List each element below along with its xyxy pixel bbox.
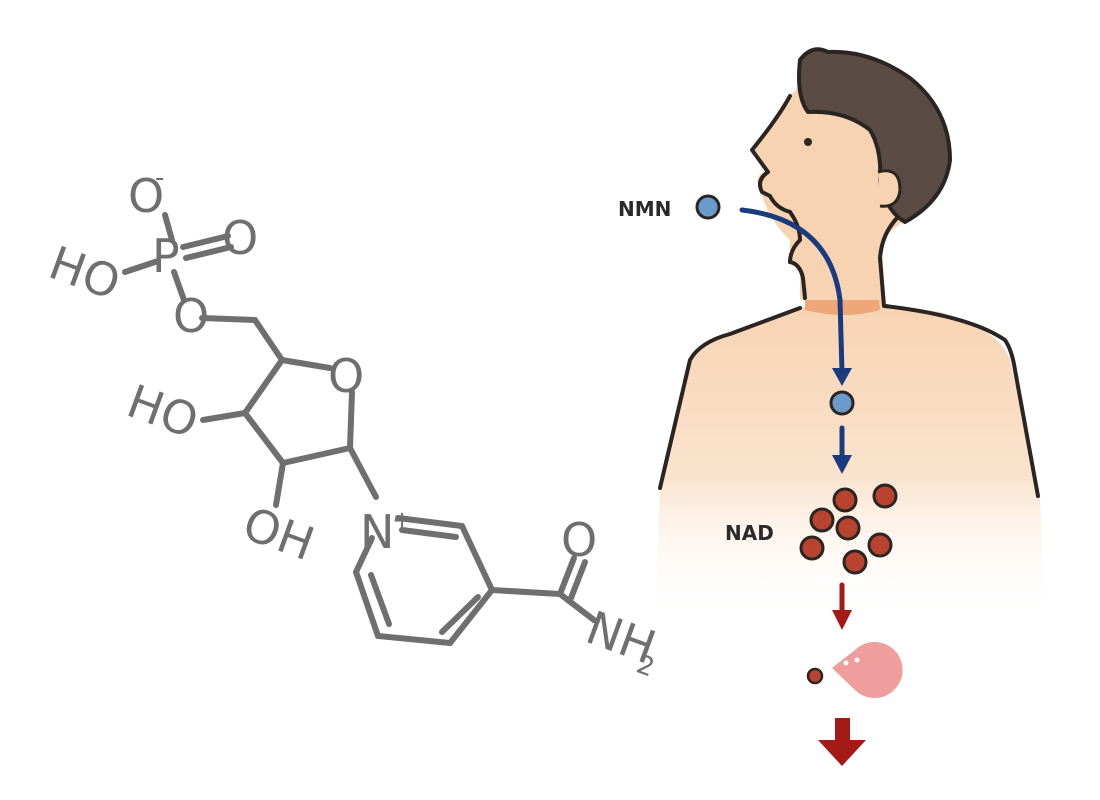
bond-camide-o-1 (557, 555, 577, 597)
consumption-arrow-head (832, 610, 852, 630)
nad-molecule (832, 487, 858, 513)
nad-molecule (872, 483, 898, 509)
enzyme-eye (854, 657, 860, 663)
atom-o-amide: O (561, 513, 597, 567)
bond-c3-ho (200, 410, 248, 423)
ingestion-arrow-path (739, 207, 845, 375)
bond-p-o-ester (171, 269, 187, 303)
back-neck-outline (877, 213, 902, 308)
person-illustration (655, 47, 1045, 620)
depletion-arrow (818, 718, 866, 766)
bond-c5p-c6p-double (368, 572, 392, 627)
person-ear (877, 169, 902, 208)
atom-phosphorus: P (152, 229, 180, 283)
bond-c3-c4 (242, 357, 285, 416)
bond-c1-c2 (280, 445, 353, 466)
nad-molecule (809, 507, 835, 533)
atom-o-minus: O (128, 169, 164, 223)
bond-c2-oh (273, 460, 286, 508)
person-eye (804, 138, 812, 146)
bond-c6p-n (353, 535, 375, 575)
bond-c2p-c3p (459, 523, 495, 593)
torso-outline-right (883, 304, 1040, 498)
nad-molecule (867, 532, 893, 558)
bond-p-ominus (162, 212, 175, 243)
bond-c4-o-ring (279, 357, 333, 371)
enzyme-pacman (832, 642, 903, 699)
nad-molecule (835, 515, 861, 541)
nmn-pathway: NMN NAD (618, 194, 903, 766)
atom-o-double: O (222, 211, 258, 265)
bond-n-c2p (395, 515, 465, 529)
atom-oh-ring-bottom: OH (236, 496, 321, 571)
atom-o-ester: O (173, 289, 209, 343)
mouth-open (788, 210, 803, 264)
bond-camide-n (557, 591, 597, 623)
bond-c4p-c5p (375, 633, 453, 646)
conversion-arrow-head (832, 455, 852, 474)
face-outline (750, 94, 792, 214)
bond-c3p-c4p-double (439, 594, 481, 635)
charge-minus: - (155, 163, 164, 193)
bond-o-ring-c1 (347, 389, 355, 451)
label-nad: NAD (725, 521, 774, 545)
nmn-chemical-structure: O - P O HO O O HO OH N + O NH 2 (42, 163, 662, 684)
torso-outline-left (658, 306, 802, 490)
bond-o-ch2 (199, 315, 258, 323)
ingestion-arrow-head (832, 368, 852, 386)
bond-c3p-camide (489, 587, 563, 597)
atom-ho-ring-left: HO (120, 374, 205, 449)
atom-o-ring: O (328, 349, 364, 403)
nad-molecule-cluster (799, 483, 898, 575)
nad-molecule (799, 535, 825, 561)
person-hair (797, 47, 952, 224)
bond-n-c2p-double (399, 527, 459, 540)
person-torso (655, 300, 1045, 620)
bond-c2-c3 (242, 410, 286, 466)
bond-c1-n (347, 445, 379, 500)
bond-camide-o-2 (568, 559, 588, 601)
atom-n-pyridinium: N (360, 505, 394, 559)
chin-outline (788, 260, 807, 300)
bond-p-o-double-1 (180, 233, 231, 250)
nad-being-consumed (806, 667, 824, 685)
enzyme-eye (843, 660, 849, 666)
nad-molecule (842, 549, 868, 575)
bond-c3p-c4p (447, 587, 495, 646)
bond-c5p-c6p (353, 569, 381, 639)
bonds (122, 212, 597, 646)
nmn-molecule-inside (829, 390, 855, 416)
bond-ch2-c4 (252, 317, 285, 363)
atom-nh2: NH 2 (579, 600, 662, 683)
atom-ho-phosphate: HO (42, 236, 127, 311)
bond-p-ho (122, 258, 161, 275)
label-nmn: NMN (618, 197, 671, 221)
nmn-molecule-outside (695, 194, 721, 220)
bond-p-o-double-2 (183, 244, 234, 261)
charge-plus: + (392, 506, 412, 534)
